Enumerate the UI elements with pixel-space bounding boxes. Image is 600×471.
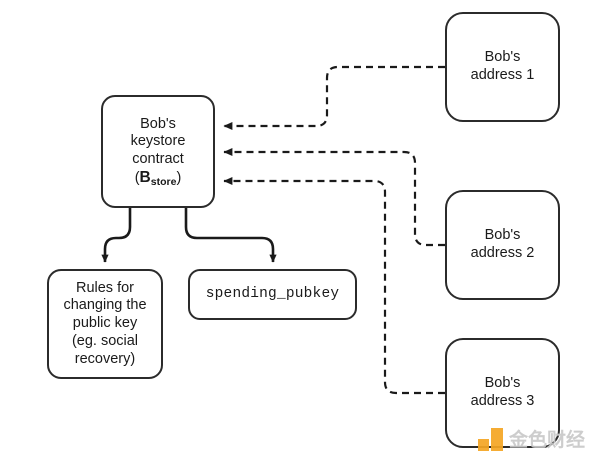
symbol-subscript-store: store <box>150 175 177 188</box>
watermark: 金色财经 <box>478 428 585 452</box>
paren-open: ( <box>134 169 140 186</box>
keystore-line-3: contract <box>132 150 184 167</box>
node-rules-for-changing-public-key[interactable]: Rules for changing the public key (eg. s… <box>47 269 163 379</box>
edge-address3-to-keystore <box>223 177 445 395</box>
node-spending-label: spending_pubkey <box>205 285 340 302</box>
node-address3-label: Bob's address 3 <box>470 375 535 409</box>
keystore-line-2: keystore <box>130 133 186 150</box>
node-spending-pubkey[interactable]: spending_pubkey <box>188 269 357 320</box>
edge-address1-to-keystore <box>223 65 445 131</box>
edge-keystore-to-spending <box>184 208 277 263</box>
node-bob-address-1[interactable]: Bob's address 1 <box>445 12 560 122</box>
symbol-base-b: B <box>139 168 151 186</box>
watermark-text: 金色财经 <box>509 429 586 451</box>
keystore-symbol: (Bstore) <box>134 168 182 188</box>
node-address2-label: Bob's address 2 <box>470 227 535 261</box>
node-rules-label: Rules for changing the public key (eg. s… <box>63 279 147 367</box>
edge-address2-to-keystore <box>223 148 445 247</box>
node-bob-address-2[interactable]: Bob's address 2 <box>445 190 560 300</box>
watermark-square-right <box>491 428 503 451</box>
watermark-logo-icon <box>478 428 504 452</box>
paren-close: ) <box>176 169 182 186</box>
watermark-square-left <box>478 439 489 451</box>
node-address1-label: Bob's address 1 <box>470 49 535 83</box>
keystore-line-1: Bob's <box>140 115 176 132</box>
edge-keystore-to-rules <box>101 208 132 263</box>
